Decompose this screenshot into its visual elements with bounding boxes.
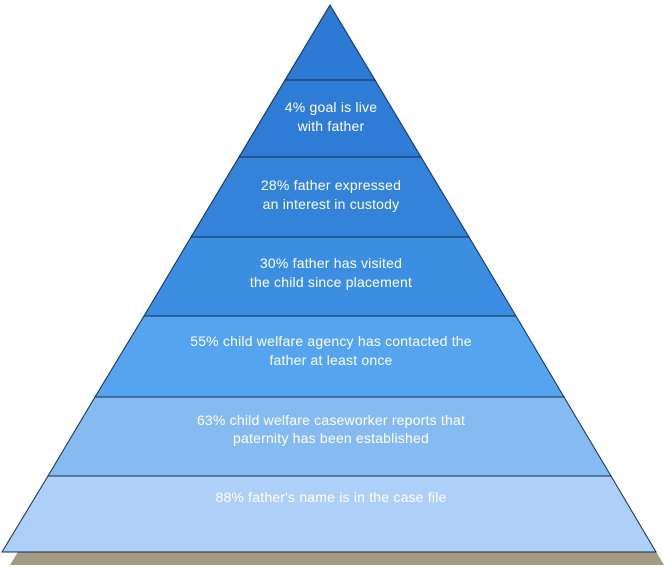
label-55pct-line1: 55% child welfare agency has contacted t…	[190, 333, 472, 349]
label-88pct-line1: 88% father's name is in the case file	[215, 489, 446, 505]
label-28pct-line2: an interest in custody	[263, 196, 400, 212]
label-63pct-line2: paternity has been established	[233, 430, 429, 446]
label-30pct-line1: 30% father has visited	[260, 255, 402, 271]
label-28pct-line1: 28% father expressed	[261, 177, 401, 193]
pyramid-levels	[1, 4, 657, 553]
label-4pct-line2: with father	[297, 118, 365, 134]
pyramid-level-apex	[284, 4, 376, 81]
pyramid-labels: 4% goal is live with father 28% father e…	[190, 99, 472, 505]
pyramid-level-88pct	[1, 475, 657, 553]
label-4pct-line1: 4% goal is live	[285, 99, 378, 115]
label-30pct-line2: the child since placement	[250, 274, 412, 290]
label-55pct-line2: father at least once	[269, 352, 392, 368]
label-63pct-line1: 63% child welfare caseworker reports tha…	[197, 412, 465, 428]
